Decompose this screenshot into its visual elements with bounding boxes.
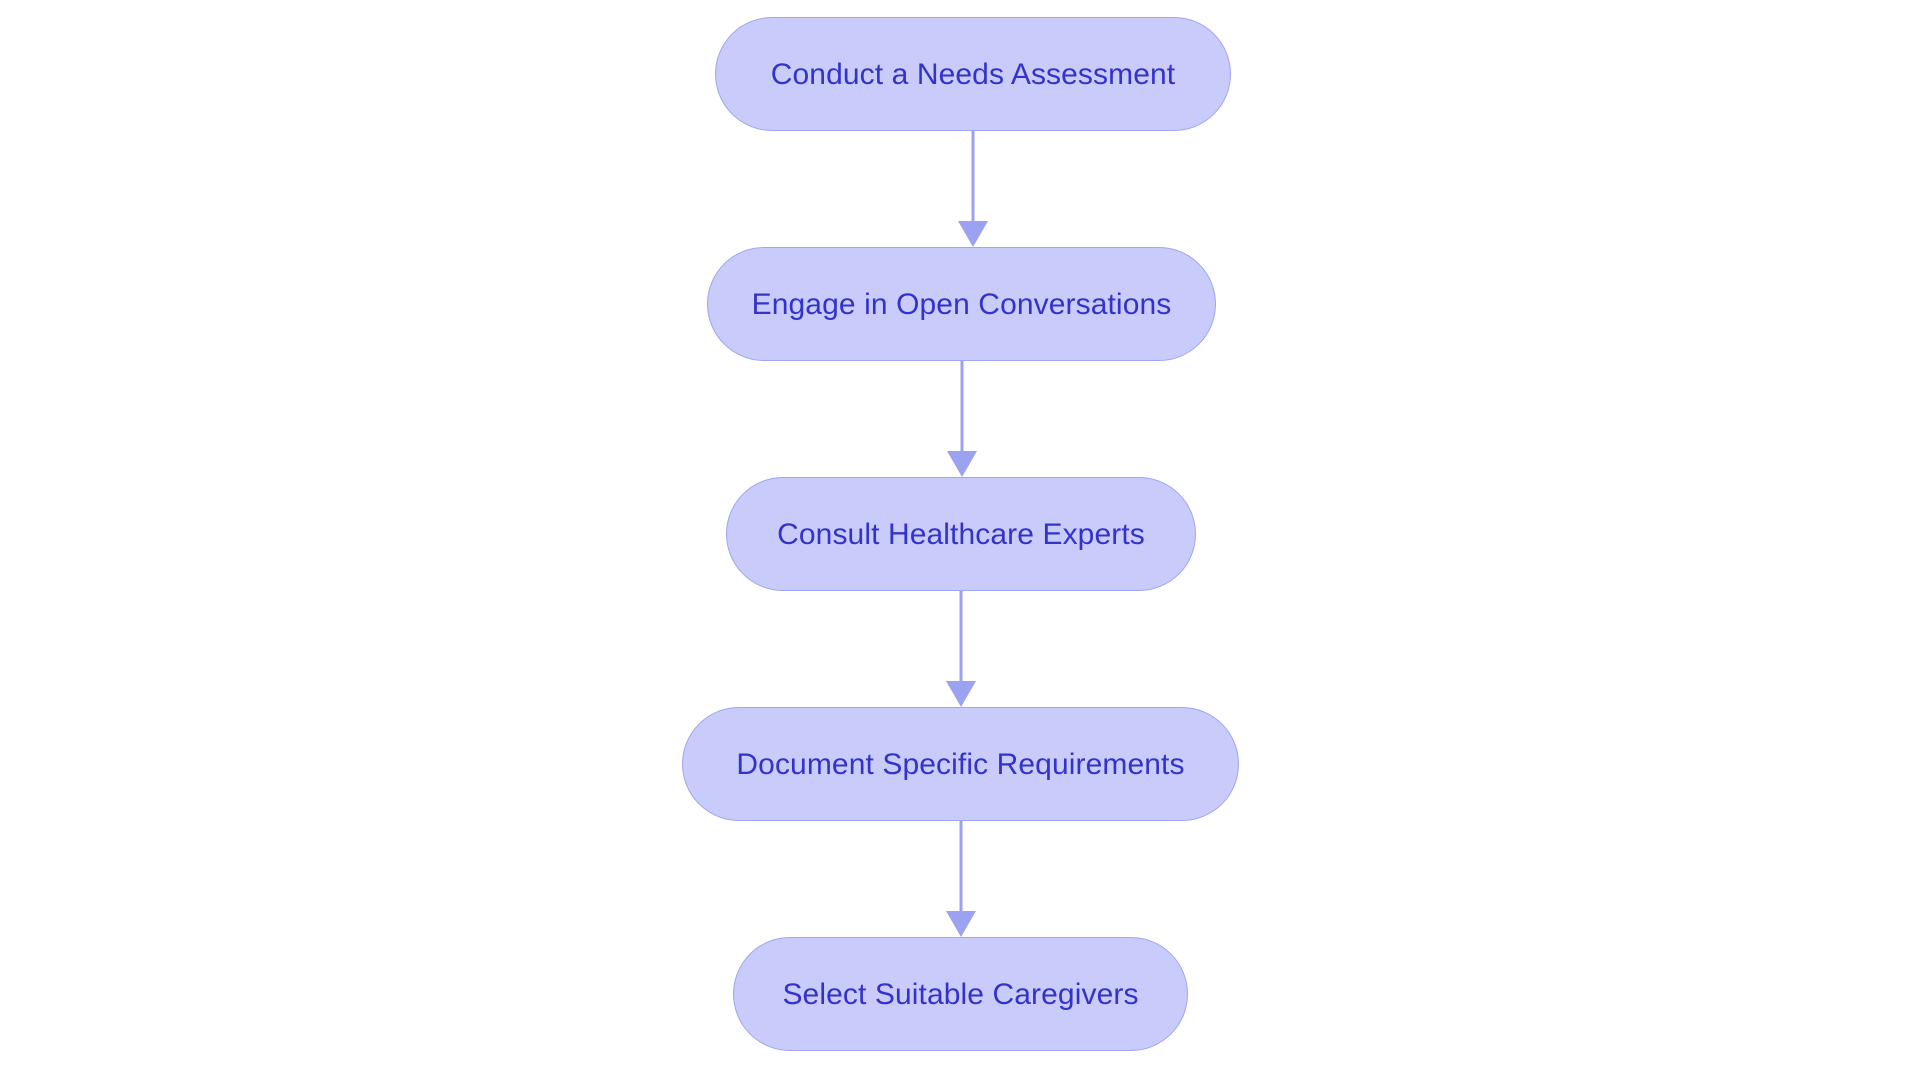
edge-1-2 <box>958 131 988 247</box>
flow-node-4[interactable]: Document Specific Requirements <box>682 707 1239 821</box>
flow-node-2[interactable]: Engage in Open Conversations <box>707 247 1216 361</box>
edge-2-3-arrowhead-icon <box>947 451 977 477</box>
edge-1-2-arrowhead-icon <box>958 221 988 247</box>
flow-node-3-label: Consult Healthcare Experts <box>777 517 1145 551</box>
flow-node-4-label: Document Specific Requirements <box>736 747 1185 781</box>
flow-node-5-label: Select Suitable Caregivers <box>782 977 1139 1011</box>
flow-node-1[interactable]: Conduct a Needs Assessment <box>715 17 1231 131</box>
edge-4-5 <box>946 821 976 937</box>
edge-3-4-arrowhead-icon <box>946 681 976 707</box>
flow-node-5[interactable]: Select Suitable Caregivers <box>733 937 1188 1051</box>
flow-node-2-label: Engage in Open Conversations <box>751 287 1172 321</box>
edge-2-3 <box>947 361 977 477</box>
flow-node-1-label: Conduct a Needs Assessment <box>770 57 1176 91</box>
flow-node-3[interactable]: Consult Healthcare Experts <box>726 477 1196 591</box>
edge-3-4 <box>946 591 976 707</box>
edge-4-5-arrowhead-icon <box>946 911 976 937</box>
